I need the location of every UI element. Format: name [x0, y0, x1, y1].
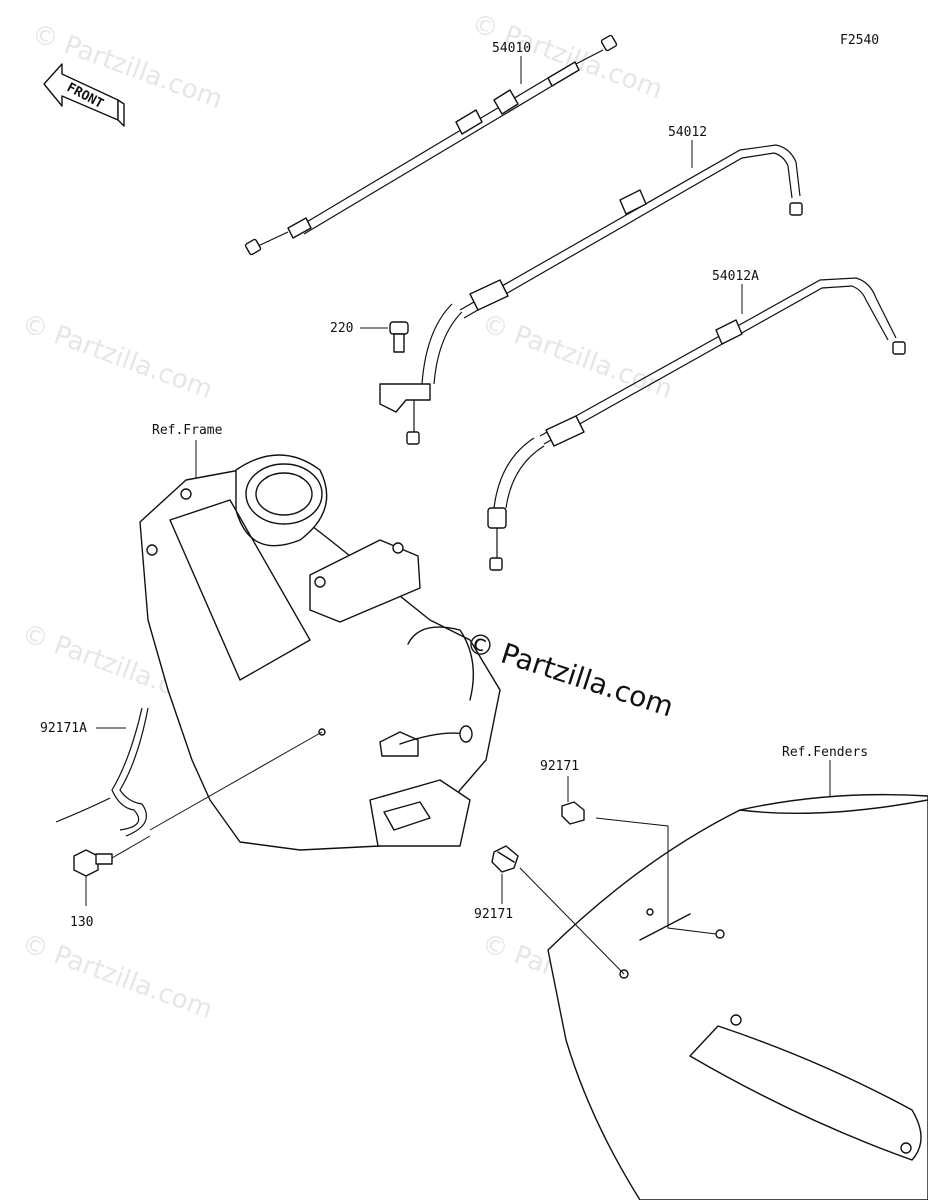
- part-label-54010[interactable]: 54010: [492, 41, 531, 56]
- part-label-220[interactable]: 220: [330, 321, 353, 336]
- fender-assembly: [547, 793, 928, 1200]
- frame-assembly: [139, 454, 501, 851]
- clip-92171-lower[interactable]: [491, 845, 519, 873]
- watermark: © Partzilla.com: [468, 8, 667, 105]
- figure-code: F2540: [840, 33, 879, 48]
- part-label-92171-upper[interactable]: 92171: [540, 759, 579, 774]
- part-label-54012[interactable]: 54012: [668, 125, 707, 140]
- ref-frame-label: Ref.Frame: [152, 423, 223, 438]
- cable-54012A[interactable]: [487, 277, 906, 571]
- clip-92171-upper[interactable]: [561, 801, 585, 825]
- watermark: © Partzilla.com: [18, 928, 217, 1025]
- cable-54012[interactable]: [379, 144, 803, 445]
- watermark-group: © Partzilla.com © Partzilla.com © Partzi…: [18, 8, 677, 1025]
- watermark: © Partzilla.com: [18, 308, 217, 405]
- part-label-54012A[interactable]: 54012A: [712, 269, 759, 284]
- part-label-92171A[interactable]: 92171A: [40, 721, 87, 736]
- front-arrow-icon: FRONT: [43, 63, 125, 127]
- watermark: © Partzilla.com: [478, 308, 677, 405]
- part-label-92171-lower[interactable]: 92171: [474, 907, 513, 922]
- cable-54010[interactable]: [244, 34, 618, 256]
- clamp-92171A[interactable]: [55, 707, 149, 837]
- part-label-130[interactable]: 130: [70, 915, 93, 930]
- bolt-130[interactable]: [73, 849, 113, 877]
- ref-fenders-label: Ref.Fenders: [782, 745, 868, 760]
- screw-220[interactable]: [389, 321, 409, 353]
